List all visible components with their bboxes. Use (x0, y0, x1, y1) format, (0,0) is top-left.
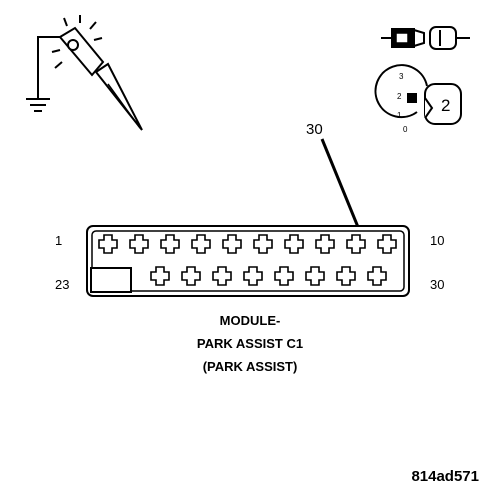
pin-label-23: 23 (55, 277, 70, 292)
ignition-position-0: 0 (403, 125, 408, 134)
cavity-row1-9 (346, 234, 366, 254)
cavity-row2-5 (274, 266, 294, 286)
ignition-position-3: 3 (399, 72, 404, 81)
cavity-row1-6 (253, 234, 273, 254)
cavity-row2-2 (181, 266, 201, 286)
pin-label-30: 30 (430, 277, 445, 292)
pin-label-1: 1 (55, 233, 63, 248)
ignition-key-number: 2 (441, 96, 451, 115)
disconnected-connector-icon (381, 26, 470, 50)
cavity-row1-2 (129, 234, 149, 254)
cavity-row1-3 (160, 234, 180, 254)
callout-number: 30 (306, 121, 323, 138)
caption-line-2: PARK ASSIST C1 (196, 336, 304, 351)
ignition-position-2: 2 (397, 92, 402, 101)
ground-symbol-icon (26, 98, 50, 112)
cavity-row2-3 (212, 266, 232, 286)
cavity-row1-5 (222, 234, 242, 254)
connector-latch (90, 267, 132, 293)
cavity-row1-4 (191, 234, 211, 254)
caption-line-3: (PARK ASSIST) (202, 359, 298, 374)
connector-inner-outline (91, 230, 405, 292)
cavity-row1-10 (377, 234, 397, 254)
cavity-row1-8 (315, 234, 335, 254)
cavity-row2-4 (243, 266, 263, 286)
cavity-row2-6 (305, 266, 325, 286)
connector-face (86, 225, 410, 297)
ignition-position-1: 1 (397, 111, 402, 120)
caption-line-1: MODULE- (219, 313, 281, 328)
cavity-row2-7 (336, 266, 356, 286)
test-probe-icon (26, 15, 143, 131)
cavity-row1-1 (98, 234, 118, 254)
cavity-row2-8 (367, 266, 387, 286)
cavity-row2-1 (150, 266, 170, 286)
cavity-row1-7 (284, 234, 304, 254)
pin-label-10: 10 (430, 233, 445, 248)
ignition-switch-icon (374, 64, 462, 125)
figure-id: 814ad571 (411, 468, 479, 485)
